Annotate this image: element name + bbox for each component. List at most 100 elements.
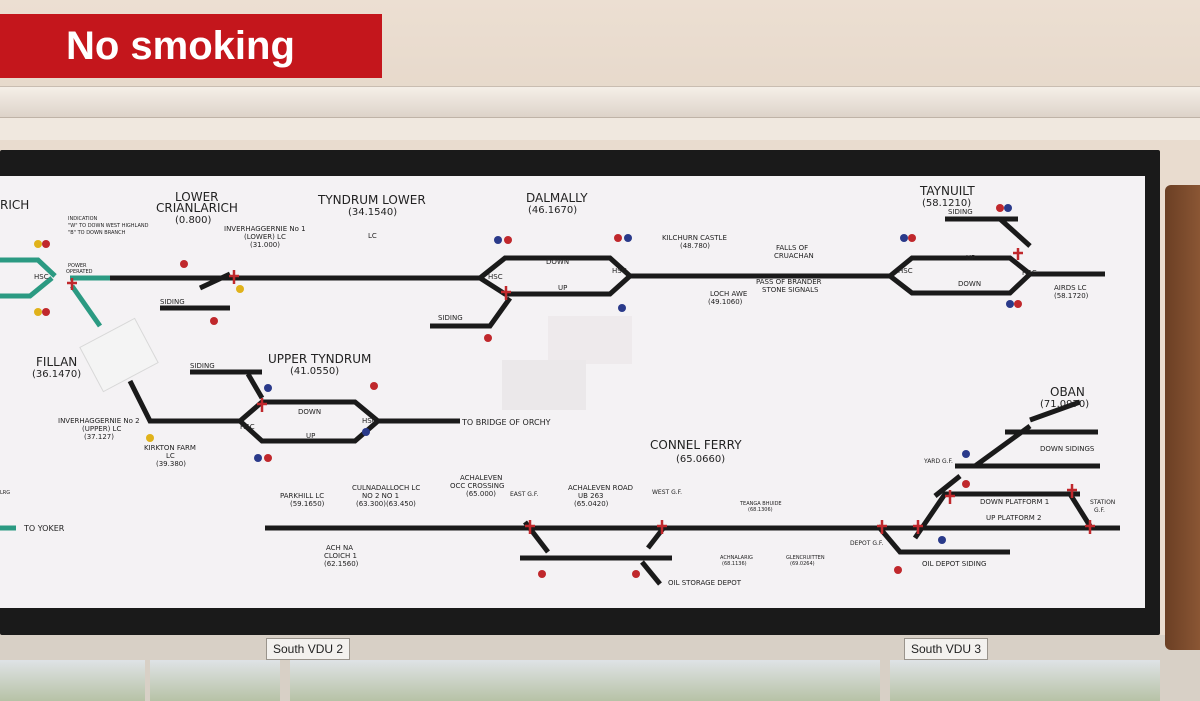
signal-aspect: [180, 260, 188, 268]
wooden-bracket: [1165, 185, 1200, 650]
signal-aspect: [1014, 300, 1022, 308]
station-taynuilt-mileage: (58.1210): [922, 198, 971, 209]
label-glencruitten: GLENCRUITTEN: [786, 555, 825, 561]
label-achaleven: ACHALEVEN: [460, 474, 502, 482]
wall-strip: [0, 118, 1200, 140]
label-achaleven-road: ACHALEVEN ROAD: [568, 484, 633, 492]
signal-aspect: [484, 334, 492, 342]
label-siding: SIDING: [190, 362, 215, 370]
label-siding: SIDING: [948, 208, 973, 216]
signal-aspect: [34, 240, 42, 248]
label-station-gf-2: G.F.: [1094, 507, 1105, 514]
label-culnadalloch-mileage: (63.300)(63.450): [356, 500, 416, 508]
station-names: RICH LOWER CRIANLARICH (0.800) TYNDRUM L…: [0, 184, 1089, 465]
label-inverhaggernie-1: INVERHAGGERNIE No 1: [224, 225, 306, 233]
label-culnadalloch-lc: CULNADALLOCH LC: [352, 484, 420, 492]
label-lrg: LRG: [0, 490, 10, 496]
label-up: UP: [558, 284, 567, 292]
label-east-gf: EAST G.F.: [510, 491, 538, 498]
signal-aspect: [614, 234, 622, 242]
station-tyndrum-lower: TYNDRUM LOWER: [317, 193, 426, 207]
label-depot-gf: DEPOT G.F.: [850, 540, 883, 547]
station-lower-crianlarich: LOWER: [175, 190, 219, 204]
label-hsc: HSC: [612, 267, 627, 275]
signal-aspect: [538, 570, 546, 578]
station-upper-tyndrum-mileage: (41.0550): [290, 366, 339, 377]
station-dalmally-mileage: (46.1670): [528, 205, 577, 216]
signal-aspect: [264, 454, 272, 462]
label-airds-lc: AIRDS LC: [1054, 284, 1087, 292]
label-inverhaggernie-2-mileage: (37.127): [84, 433, 114, 441]
label-kirkton-farm: KIRKTON FARM: [144, 444, 196, 452]
label-down: DOWN: [298, 408, 321, 416]
label-kirkton-lc: LC: [166, 452, 175, 460]
label-oil-storage-depot: OIL STORAGE DEPOT: [668, 579, 742, 587]
station-connel-ferry: CONNEL FERRY: [650, 438, 742, 452]
label-parkhill-mileage: (59.1650): [290, 500, 325, 508]
label-down-platform: DOWN PLATFORM 1: [980, 498, 1049, 506]
label-achaleven-occ-mileage: (65.000): [466, 490, 496, 498]
station-oban-mileage: (71.0970): [1040, 399, 1089, 410]
signal-aspect: [146, 434, 154, 442]
label-teanga-mileage: (68.1306): [748, 507, 773, 513]
signal-aspect: [254, 454, 262, 462]
no-smoking-sign: No smoking: [0, 14, 382, 78]
signal-aspect: [504, 236, 512, 244]
label-hsc: HSC: [362, 417, 377, 425]
signalling-diagram: RICH LOWER CRIANLARICH (0.800) TYNDRUM L…: [0, 176, 1145, 608]
label-indication-w: "W" TO DOWN WEST HIGHLAND: [68, 223, 149, 229]
label-siding: SIDING: [160, 298, 185, 306]
signal-aspect: [938, 536, 946, 544]
label-inverhaggernie-1-lc: (LOWER) LC: [244, 233, 286, 241]
label-down: DOWN: [546, 258, 569, 266]
station-rich: RICH: [0, 198, 29, 212]
label-ach-na-mileage: (62.1560): [324, 560, 359, 568]
taped-note: [548, 316, 632, 364]
track-labels: INDICATION "W" TO DOWN WEST HIGHLAND "B"…: [0, 208, 1115, 587]
station-dalmally: DALMALLY: [526, 191, 588, 205]
label-hsc: HSC: [34, 273, 49, 281]
label-west-gf: WEST G.F.: [652, 489, 682, 496]
signal-aspect: [900, 234, 908, 242]
station-connel-ferry-mileage: (65.0660): [676, 454, 725, 465]
label-to-yoker: TO YOKER: [23, 524, 65, 533]
signal-aspect: [362, 428, 370, 436]
label-siding: SIDING: [438, 314, 463, 322]
label-down-sidings: DOWN SIDINGS: [1040, 445, 1095, 453]
signal-aspect: [618, 304, 626, 312]
label-operated: OPERATED: [66, 269, 93, 275]
label-hsc: HSC: [1022, 269, 1037, 277]
station-lower-crianlarich-mileage: (0.800): [175, 215, 212, 226]
label-up: UP: [966, 254, 975, 262]
label-culnadalloch-nos: NO 2 NO 1: [362, 492, 399, 500]
label-parkhill-lc: PARKHILL LC: [280, 492, 324, 500]
signal-aspect: [34, 308, 42, 316]
label-stone-signals: STONE SIGNALS: [762, 286, 819, 294]
label-glencruitten-mileage: (69.0264): [790, 561, 815, 567]
signal-aspect: [236, 285, 244, 293]
label-up-platform: UP PLATFORM 2: [986, 514, 1042, 522]
south-vdu-2-label: South VDU 2: [266, 638, 351, 660]
label-inverhaggernie-2-lc: (UPPER) LC: [82, 425, 121, 433]
taped-note: [79, 317, 159, 393]
window-pane: [150, 660, 280, 701]
label-airds-mileage: (58.1720): [1054, 292, 1089, 300]
signal-aspect: [264, 384, 272, 392]
signal-aspect: [632, 570, 640, 578]
signal-aspect: [370, 382, 378, 390]
label-ub-263: UB 263: [578, 492, 604, 500]
label-station-gf: STATION: [1090, 499, 1115, 506]
label-falls-of: FALLS OF: [776, 244, 808, 252]
label-achnalarig-mileage: (68.1136): [722, 561, 747, 567]
label-inverhaggernie-2: INVERHAGGERNIE No 2: [58, 417, 140, 425]
ceiling-trim: [0, 86, 1200, 118]
label-kirkton-mileage: (39.380): [156, 460, 186, 468]
label-kilchurn-castle: KILCHURN CASTLE: [662, 234, 727, 242]
label-hsc: HSC: [898, 267, 913, 275]
station-fillan-mileage: (36.1470): [32, 369, 81, 380]
station-lower-crianlarich-name: CRIANLARICH: [156, 201, 238, 215]
signal-aspect: [996, 204, 1004, 212]
label-yard-gf: YARD G.F.: [923, 458, 953, 465]
label-achaleven-road-mileage: (65.0420): [574, 500, 609, 508]
signal-aspect: [210, 317, 218, 325]
